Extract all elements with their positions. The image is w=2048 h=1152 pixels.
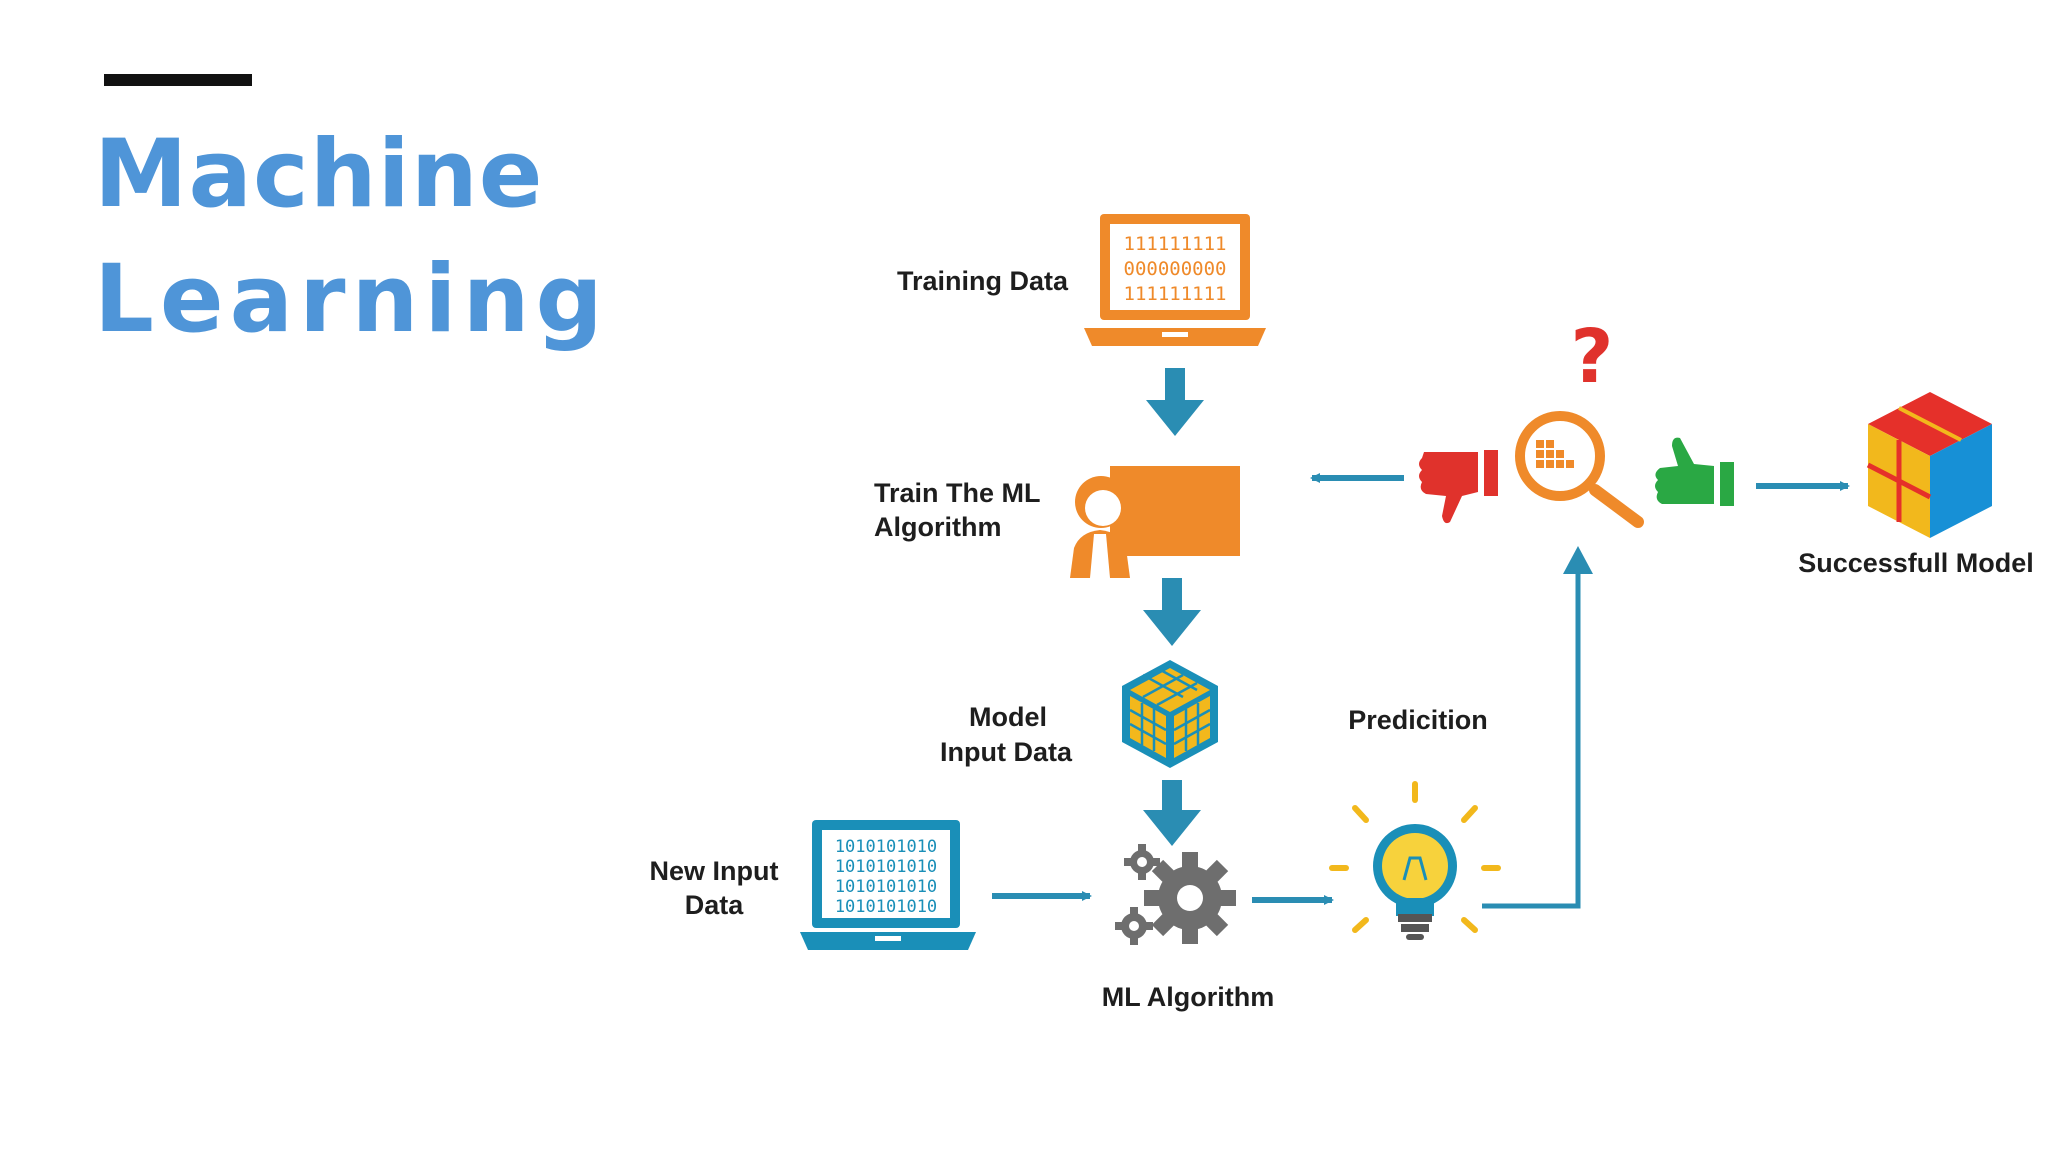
- label-prediction: Predicition: [1348, 705, 1488, 735]
- model-input-cube-icon: [1122, 660, 1218, 768]
- title-line-2: Learning: [94, 245, 609, 354]
- new-input-binary-row-3: 1010101010: [835, 877, 937, 897]
- prediction-lightbulb-icon: [1329, 781, 1501, 940]
- label-train-line-2: Algorithm: [874, 512, 1002, 542]
- question-mark-icon: ?: [1571, 314, 1614, 400]
- ml-algorithm-gears-icon: [1115, 844, 1236, 945]
- new-input-binary-row-2: 1010101010: [835, 857, 937, 877]
- slide-title: Machine Learning: [94, 112, 609, 362]
- label-model-line-1: Model: [969, 702, 1047, 732]
- title-line-1: Machine: [94, 120, 544, 229]
- new-input-laptop-icon: 1010101010 1010101010 1010101010 1010101…: [800, 820, 976, 950]
- training-binary-row-3: 111111111: [1124, 283, 1227, 305]
- arrow-down-1: [1146, 368, 1204, 436]
- title-accent-bar: [104, 74, 252, 86]
- arrow-down-2: [1143, 578, 1201, 646]
- new-input-binary-row-1: 1010101010: [835, 837, 937, 857]
- label-new-input-line-2: Data: [685, 890, 745, 920]
- training-data-laptop-icon: 111111111 000000000 111111111: [1084, 214, 1266, 346]
- training-binary-row-1: 111111111: [1124, 233, 1227, 255]
- label-model-line-2: Input Data: [940, 737, 1073, 767]
- arrow-up-head: [1563, 546, 1593, 574]
- label-new-input-line-1: New Input: [650, 856, 779, 886]
- arrow-up-to-evaluation: [1482, 560, 1581, 909]
- magnifier-icon: [1515, 411, 1644, 528]
- successful-model-cube-icon: [1866, 392, 1992, 538]
- training-binary-row-2: 000000000: [1124, 258, 1227, 280]
- label-training-data: Training Data: [897, 266, 1069, 296]
- thumbs-up-icon: [1655, 437, 1734, 506]
- thumbs-down-icon: [1419, 450, 1498, 524]
- label-successful-model: Successfull Model: [1798, 548, 2034, 578]
- arrow-down-3: [1143, 780, 1201, 846]
- label-train-line-1: Train The ML: [874, 478, 1041, 508]
- label-ml-algorithm: ML Algorithm: [1102, 982, 1274, 1012]
- new-input-binary-row-4: 1010101010: [835, 897, 937, 917]
- trainer-board-icon: [1070, 466, 1240, 578]
